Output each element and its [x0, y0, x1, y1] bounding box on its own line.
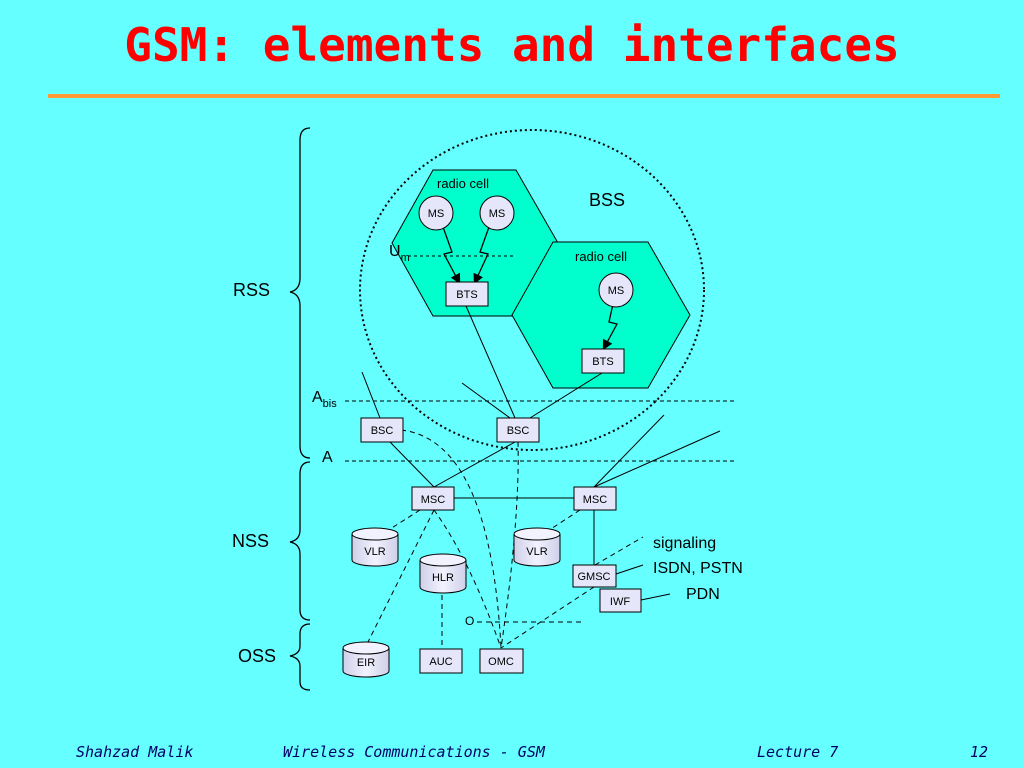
hlr-database[interactable]: HLR — [419, 553, 467, 594]
radio-cell-2 — [511, 241, 691, 389]
a-interface-label: A — [322, 449, 333, 466]
bts-node-2[interactable]: BTS — [581, 348, 625, 374]
bss-label: BSS — [589, 190, 625, 210]
network-links — [361, 305, 721, 601]
svg-text:MS: MS — [608, 285, 625, 297]
vlr-database-1[interactable]: VLR — [351, 527, 399, 567]
svg-text:MSC: MSC — [583, 494, 608, 506]
svg-text:VLR: VLR — [364, 546, 385, 558]
vlr-database-2[interactable]: VLR — [513, 527, 561, 567]
dashed-links — [367, 429, 644, 649]
radio-link-ms3-bts2 — [602, 295, 620, 351]
ms-node-3[interactable]: MS — [598, 272, 634, 308]
abis-interface-label: Abis — [312, 389, 337, 410]
eir-database[interactable]: EIR — [342, 641, 390, 678]
svg-text:VLR: VLR — [526, 546, 547, 558]
svg-text:MS: MS — [489, 208, 506, 220]
svg-text:BSC: BSC — [371, 425, 394, 437]
auc-node[interactable]: AUC — [419, 648, 463, 674]
radio-link-ms2-bts1 — [473, 217, 497, 285]
svg-text:BTS: BTS — [456, 289, 477, 301]
svg-text:GMSC: GMSC — [578, 571, 611, 583]
ms-node-1[interactable]: MS — [418, 195, 454, 231]
oss-brace — [289, 623, 311, 691]
isdn-pstn-label: ISDN, PSTN — [653, 560, 743, 577]
svg-text:IWF: IWF — [610, 596, 630, 608]
iwf-node[interactable]: IWF — [599, 588, 642, 613]
o-interface-label: O — [465, 614, 474, 628]
signaling-label: signaling — [653, 535, 716, 552]
bsc-node-1[interactable]: BSC — [360, 417, 404, 443]
nss-label: NSS — [232, 531, 269, 551]
svg-text:EIR: EIR — [357, 657, 375, 669]
oss-label: OSS — [238, 646, 276, 666]
title-underline — [48, 94, 1000, 98]
footer-page-number: 12 — [970, 743, 989, 761]
omc-node[interactable]: OMC — [479, 648, 524, 674]
bts-node-1[interactable]: BTS — [445, 281, 489, 307]
msc-node-1[interactable]: MSC — [411, 486, 455, 511]
svg-text:HLR: HLR — [432, 572, 454, 584]
svg-text:OMC: OMC — [488, 656, 514, 668]
um-interface-label: Um — [389, 243, 410, 264]
gmsc-node[interactable]: GMSC — [572, 564, 617, 588]
svg-text:BSC: BSC — [507, 425, 530, 437]
nss-brace — [289, 461, 311, 621]
slide-title: GSM: elements and interfaces — [124, 18, 900, 72]
svg-text:BTS: BTS — [592, 356, 613, 368]
svg-text:MS: MS — [428, 208, 445, 220]
msc-node-2[interactable]: MSC — [573, 486, 617, 511]
pdn-label: PDN — [686, 586, 720, 603]
rss-brace — [289, 127, 311, 459]
radio-link-ms1-bts1 — [435, 217, 461, 285]
bss-boundary — [359, 129, 705, 451]
svg-text:MSC: MSC — [421, 494, 446, 506]
rss-label: RSS — [233, 280, 270, 300]
radio-cell-2-label: radio cell — [575, 249, 627, 264]
footer-author: Shahzad Malik — [76, 743, 194, 761]
svg-text:AUC: AUC — [429, 656, 452, 668]
footer-course: Wireless Communications - GSM — [283, 743, 545, 761]
bsc-node-2[interactable]: BSC — [496, 417, 540, 443]
radio-cell-1-label: radio cell — [437, 176, 489, 191]
footer-lecture: Lecture 7 — [757, 743, 839, 761]
ms-node-2[interactable]: MS — [479, 195, 515, 231]
